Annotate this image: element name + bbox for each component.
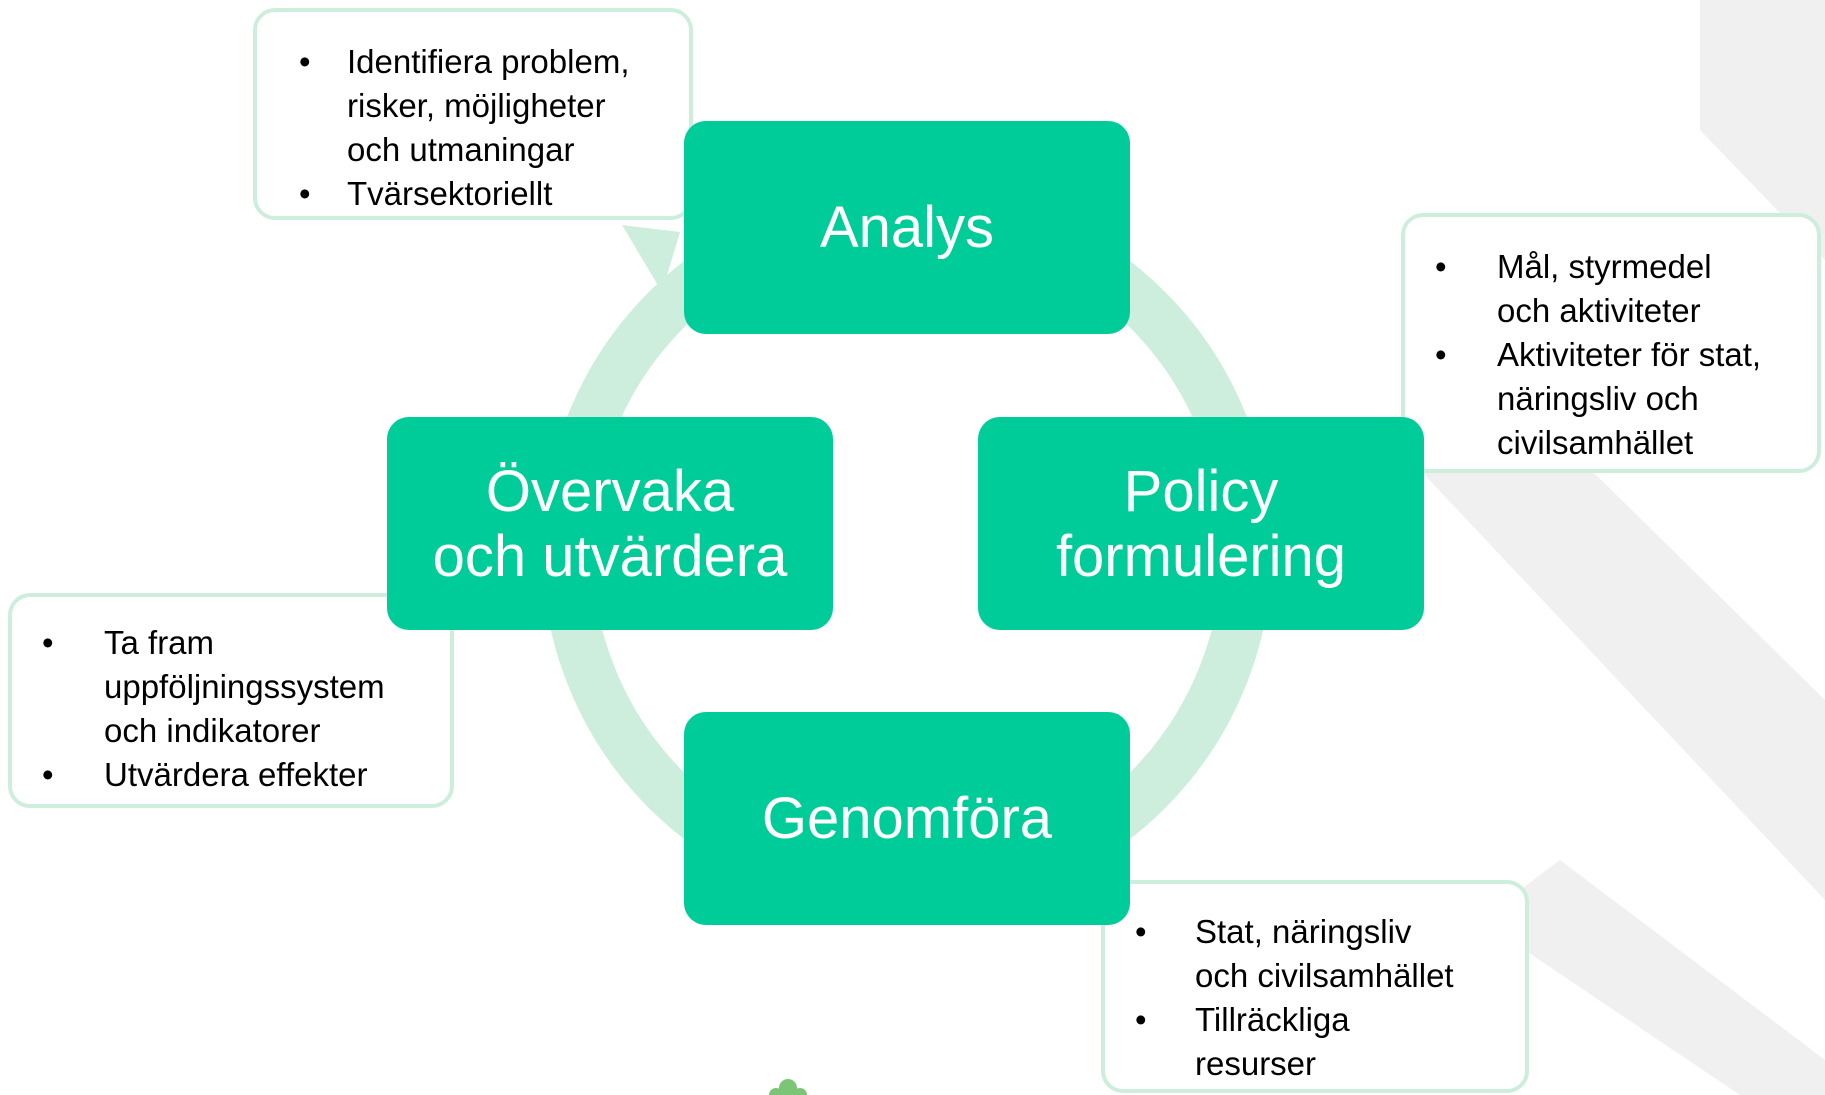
note-item: • Aktiviteter för stat, näringsliv och c… [1405, 333, 1817, 465]
stage-label: Övervaka [485, 458, 735, 524]
stage-genomfora: Genomföra [684, 712, 1130, 925]
note-line: Tillräckliga [1195, 1001, 1350, 1038]
cycle-arrow-head [622, 225, 680, 292]
note-line: Utvärdera effekter [104, 756, 368, 793]
note-policy-list: • Mål, styrmedel och aktiviteter • Aktiv… [1405, 217, 1817, 465]
note-overvaka-list: • Ta fram uppföljningssystem och indikat… [12, 597, 450, 797]
stage-label: och utvärdera [432, 523, 788, 589]
stage-label: formulering [1055, 523, 1347, 589]
note-line: Tvärsektoriellt [347, 175, 553, 212]
background-stripes [1420, 0, 1825, 1095]
bullet-icon: • [1135, 913, 1147, 950]
bullet-icon: • [1435, 336, 1447, 373]
note-item: • Tillräckliga resurser [1105, 998, 1525, 1086]
note-analys-list: • Identifiera problem, risker, möjlighet… [257, 12, 689, 216]
stage-analys: Analys [684, 121, 1130, 334]
bullet-icon: • [1135, 1001, 1147, 1038]
note-line: Aktiviteter för stat, [1497, 336, 1762, 373]
note-item: • Identifiera problem, risker, möjlighet… [257, 40, 689, 172]
note-genomfora: • Stat, näringsliv och civilsamhället • … [1101, 880, 1529, 1093]
note-item: • Tvärsektoriellt [257, 172, 689, 216]
bullet-icon: • [299, 43, 311, 80]
stage-label: Policy [1123, 458, 1279, 524]
bullet-icon: • [1435, 248, 1447, 285]
note-item: • Stat, näringsliv och civilsamhället [1105, 910, 1525, 998]
note-item: • Ta fram uppföljningssystem och indikat… [12, 621, 450, 753]
stage-overvaka: Övervaka och utvärdera [387, 417, 833, 630]
note-line: och aktiviteter [1497, 292, 1701, 329]
bullet-icon: • [299, 175, 311, 212]
figure-logo-icon [769, 1079, 807, 1095]
stage-label: Genomföra [761, 786, 1053, 851]
note-line: och civilsamhället [1195, 957, 1454, 994]
note-line: Mål, styrmedel [1497, 248, 1712, 285]
note-item: • Mål, styrmedel och aktiviteter [1405, 245, 1817, 333]
note-line: näringsliv och [1497, 380, 1699, 417]
note-line: och indikatorer [104, 712, 321, 749]
note-line: risker, möjligheter [347, 87, 606, 124]
note-line: Identifiera problem, [347, 43, 630, 80]
note-policy: • Mål, styrmedel och aktiviteter • Aktiv… [1401, 213, 1821, 473]
note-genomfora-list: • Stat, näringsliv och civilsamhället • … [1105, 884, 1525, 1086]
note-line: resurser [1195, 1045, 1317, 1082]
stage-label: Analys [819, 195, 995, 260]
note-line: och utmaningar [347, 131, 575, 168]
note-line: Ta fram [104, 624, 215, 661]
note-analys: • Identifiera problem, risker, möjlighet… [253, 8, 693, 220]
note-overvaka: • Ta fram uppföljningssystem och indikat… [8, 593, 454, 808]
bullet-icon: • [42, 624, 54, 661]
stage-policy: Policy formulering [978, 417, 1424, 630]
note-line: uppföljningssystem [104, 668, 385, 705]
note-item: • Utvärdera effekter [12, 753, 450, 797]
bullet-icon: • [42, 756, 54, 793]
note-line: Stat, näringsliv [1195, 913, 1412, 950]
note-line: civilsamhället [1497, 424, 1694, 461]
